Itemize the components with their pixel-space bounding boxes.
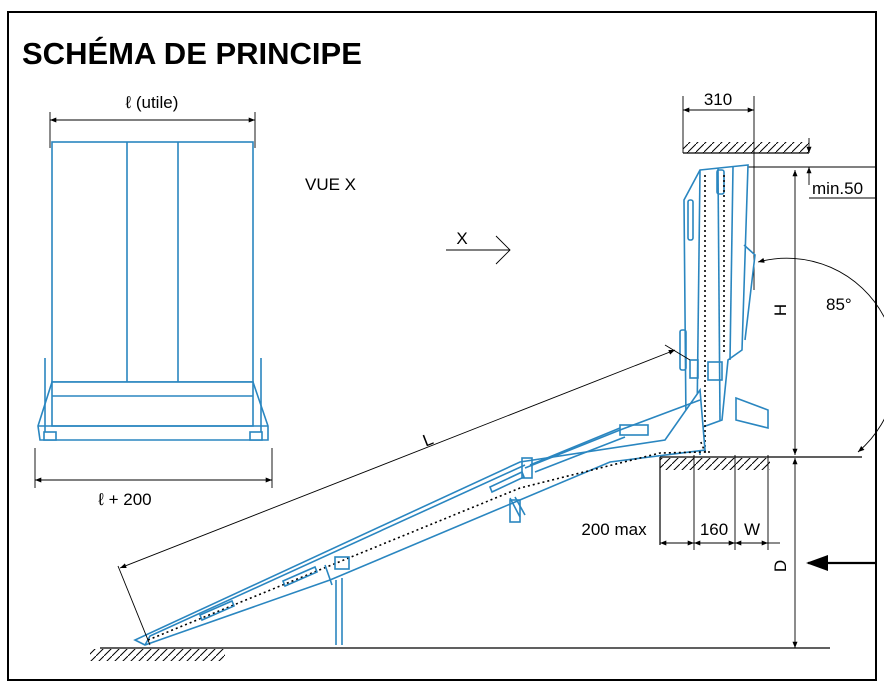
diagram-title: SCHÉMA DE PRINCIPE	[22, 36, 362, 71]
stowed-ramp	[679, 164, 769, 456]
view-x-label: VUE X	[305, 175, 356, 194]
dock-floor	[659, 456, 862, 545]
wall-label: W	[744, 520, 760, 539]
view-direction-arrow: X	[446, 229, 511, 265]
height-label: H	[771, 304, 790, 316]
truck-direction-arrow	[806, 555, 828, 571]
ground	[90, 647, 830, 661]
front-view: ℓ (utile) ℓ + 200	[34, 93, 273, 509]
view-arrow-label: X	[456, 229, 467, 248]
ceiling	[683, 142, 809, 154]
angle-label: 85°	[826, 295, 852, 314]
overall-width-label: ℓ + 200	[97, 490, 151, 509]
width-label: ℓ (utile)	[125, 93, 179, 112]
front-panel	[51, 141, 254, 383]
frame-border	[7, 11, 877, 681]
depth-label: D	[771, 560, 790, 572]
pit-offset-label: 160	[700, 520, 728, 539]
length-label: L	[420, 429, 436, 450]
deployed-ramp	[133, 387, 707, 646]
max-gap-label: 200 max	[581, 520, 647, 539]
angle-arc	[757, 257, 884, 453]
top-depth-label: 310	[704, 90, 732, 109]
length-dimension	[119, 349, 676, 569]
min-clearance-label: min.50	[812, 179, 863, 198]
